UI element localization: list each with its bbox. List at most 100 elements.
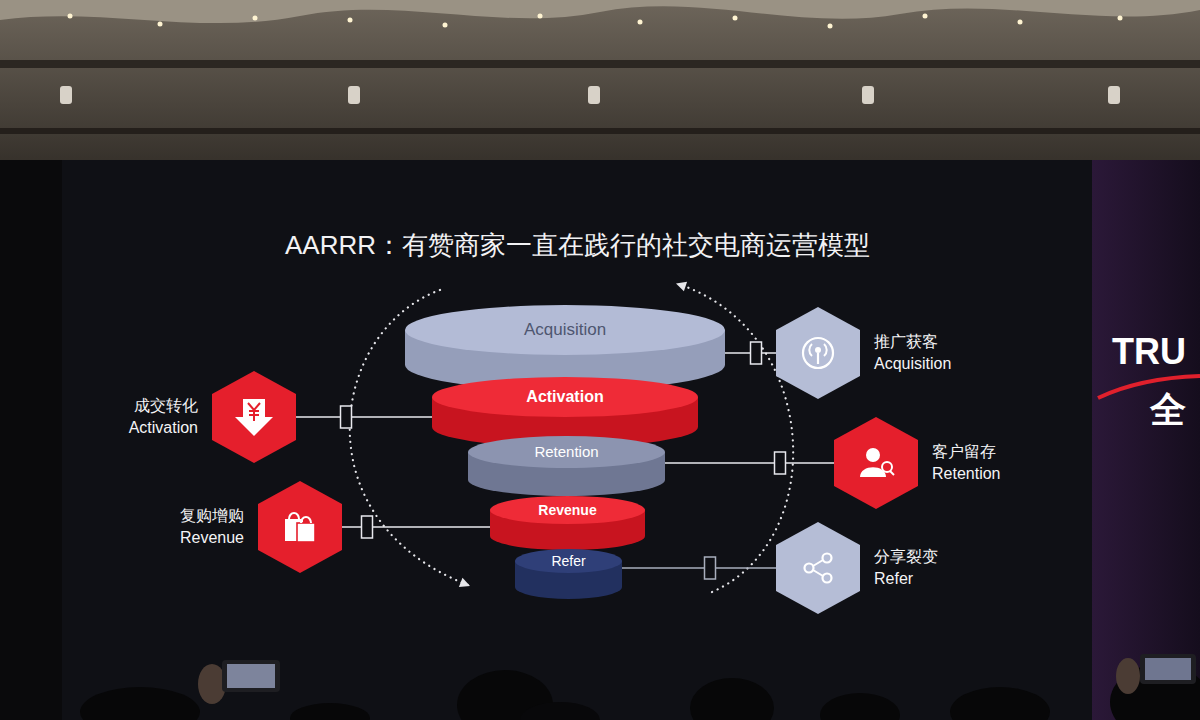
hexagon-holder	[212, 371, 296, 463]
light-dot	[68, 14, 73, 19]
ceiling-beam	[0, 60, 1200, 68]
spotlight	[60, 86, 72, 104]
hexagon-holder	[776, 522, 860, 614]
light-dot	[443, 23, 448, 28]
badge-label-block: 复购增购Revenue	[180, 505, 244, 549]
icon-part	[805, 564, 814, 573]
ceiling	[0, 0, 1200, 165]
hexagon-shape	[212, 371, 296, 463]
hexagon-badge: 分享裂变Refer	[776, 522, 938, 614]
slide-title: AARRR：有赞商家一直在践行的社交电商运营模型	[65, 228, 1090, 262]
hexagon	[834, 417, 918, 509]
spotlights	[60, 86, 1120, 104]
badge-label-block: 客户留存Retention	[932, 441, 1001, 485]
funnel-tier: Retention	[468, 436, 665, 496]
spotlight	[1108, 86, 1120, 104]
connector-marker	[705, 557, 716, 579]
light-dot	[158, 22, 163, 27]
tier-top	[432, 377, 698, 417]
phone-screen	[1145, 658, 1191, 680]
hexagon-badge: 客户留存Retention	[834, 417, 1001, 509]
light-dot	[348, 18, 353, 23]
light-dot	[733, 16, 738, 21]
badge-label: 客户留存	[932, 441, 1001, 463]
hexagon-shape	[776, 307, 860, 399]
light-dot	[828, 24, 833, 29]
hexagon-badge: 复购增购Revenue	[180, 481, 342, 573]
badge-label-block: 成交转化Activation	[129, 395, 198, 439]
spotlight	[588, 86, 600, 104]
funnel-tier: Revenue	[490, 496, 645, 550]
icon-part	[823, 574, 832, 583]
hexagon-shape	[834, 417, 918, 509]
tier-top	[490, 496, 645, 524]
icon-part	[817, 353, 819, 364]
badge-label: 推广获客	[874, 331, 951, 353]
tier-top	[405, 305, 725, 355]
icon	[285, 513, 315, 542]
logo-text: TRU	[1112, 334, 1186, 370]
connector-marker	[775, 452, 786, 474]
head	[520, 702, 600, 720]
phone	[222, 660, 280, 692]
badge-label-block: 分享裂变Refer	[874, 546, 938, 590]
side-screen	[1092, 160, 1200, 720]
icon	[805, 554, 832, 583]
audience	[80, 654, 1200, 720]
icon-part	[890, 471, 894, 475]
connector	[622, 567, 776, 568]
light-dot	[1118, 16, 1123, 21]
head	[950, 687, 1050, 720]
hexagon-holder	[258, 481, 342, 573]
head	[820, 693, 900, 720]
hexagon-badge: 成交转化Activation	[129, 371, 296, 463]
light-dot	[923, 14, 928, 19]
connector	[296, 416, 432, 417]
hexagon	[776, 307, 860, 399]
spotlight	[862, 86, 874, 104]
arc-arrowhead	[676, 282, 687, 291]
icon-part	[823, 554, 832, 563]
connector-marker	[362, 516, 373, 538]
hexagon	[212, 371, 296, 463]
ceiling-lights	[68, 14, 1123, 29]
icon-part	[289, 513, 311, 523]
ceiling-beam	[0, 128, 1200, 134]
tier-label: Refer	[551, 551, 585, 571]
hexagon-shape	[258, 481, 342, 573]
badge-label: Refer	[874, 568, 938, 590]
badge-label: 复购增购	[180, 505, 244, 527]
arc-arrowhead	[459, 578, 470, 587]
screen	[62, 160, 1092, 720]
badge-label: Activation	[129, 417, 198, 439]
spotlight	[348, 86, 360, 104]
phone-screen	[227, 664, 275, 688]
connector	[665, 462, 834, 463]
badge-label-block: 推广获客Acquisition	[874, 331, 951, 375]
icon-part	[235, 399, 273, 436]
hand	[198, 664, 226, 704]
hand	[1116, 658, 1140, 694]
connector-marker	[751, 342, 762, 364]
icon-part	[297, 523, 315, 542]
tier-label: Activation	[526, 387, 603, 407]
head	[690, 678, 774, 720]
hexagon-holder	[776, 307, 860, 399]
tier-label: Revenue	[538, 500, 596, 520]
wall	[0, 160, 62, 720]
badge-label: Acquisition	[874, 353, 951, 375]
hexagon-badge: 推广获客Acquisition	[776, 307, 951, 399]
phone	[1140, 654, 1196, 684]
hexagon	[776, 522, 860, 614]
funnel-tier: Refer	[515, 549, 622, 599]
light-dot	[253, 16, 258, 21]
badge-label: 分享裂变	[874, 546, 938, 568]
tier-label: Retention	[534, 442, 598, 462]
icon-part	[866, 448, 880, 462]
icon-part	[803, 338, 833, 368]
connector-marker	[341, 406, 352, 428]
logo-text: 全	[1150, 392, 1186, 428]
light-dot	[638, 20, 643, 25]
head	[290, 703, 370, 720]
